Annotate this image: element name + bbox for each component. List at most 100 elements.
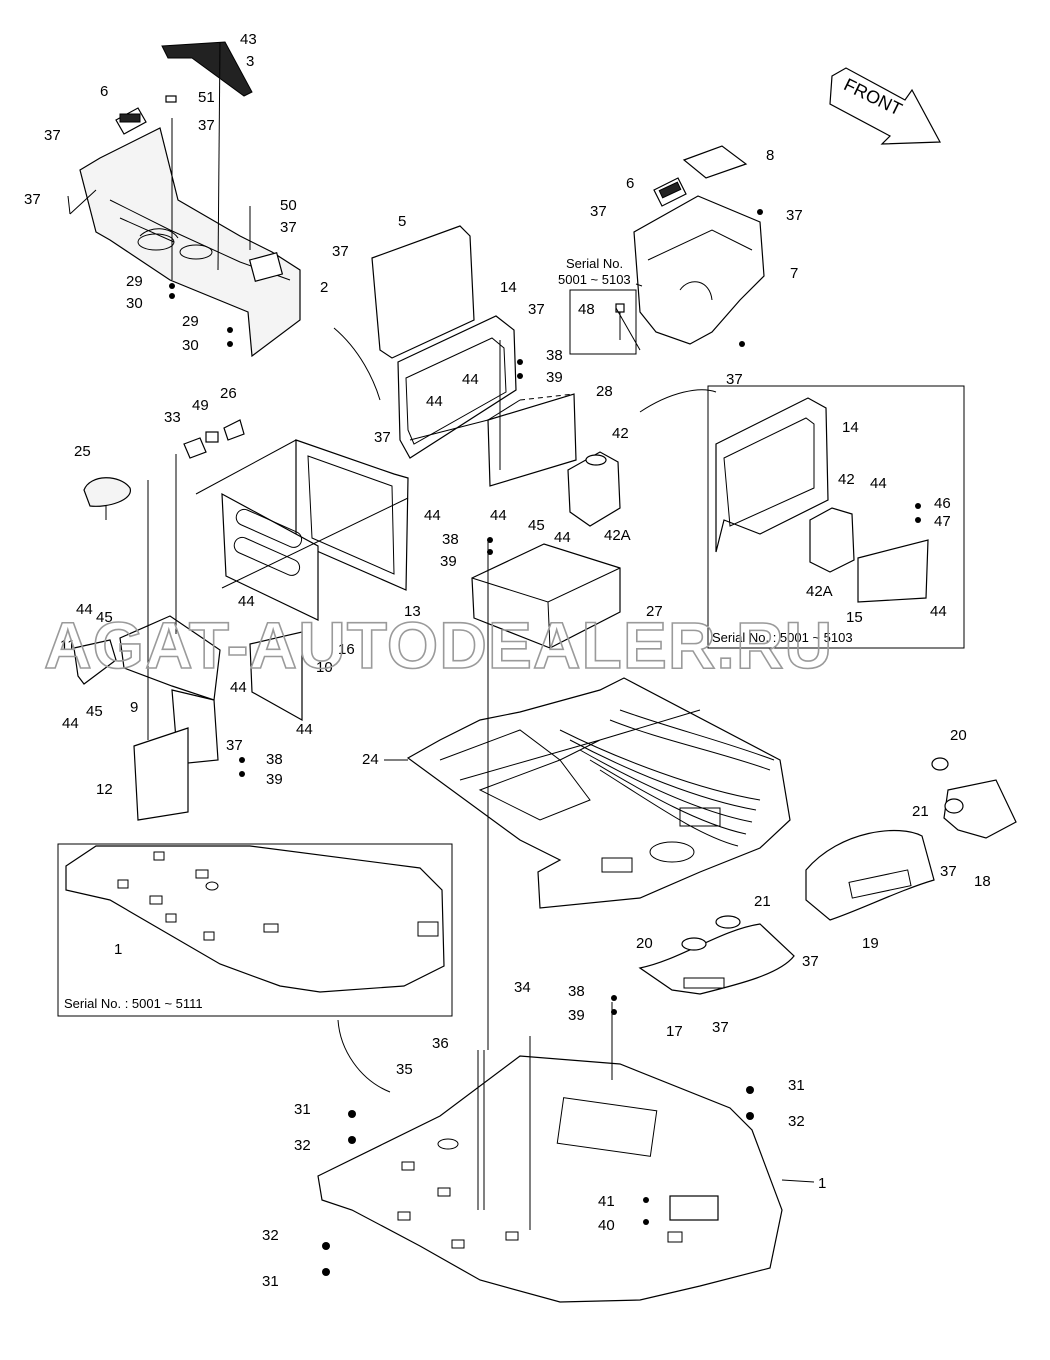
callout: 31 xyxy=(262,1273,279,1290)
callout: 20 xyxy=(950,727,967,744)
tank-42-inset xyxy=(809,507,855,573)
callout: 17 xyxy=(666,1023,683,1040)
callout: 44 xyxy=(462,371,479,388)
callout: 38 xyxy=(546,347,563,364)
callout: 21 xyxy=(754,893,771,910)
cover-15 xyxy=(857,539,929,603)
callout: 32 xyxy=(262,1227,279,1244)
callout: 37 xyxy=(786,207,803,224)
callout: 32 xyxy=(788,1113,805,1130)
callout: 42A xyxy=(806,583,833,600)
tank-42 xyxy=(567,451,621,527)
callout: 6 xyxy=(100,83,108,100)
callout: 31 xyxy=(788,1077,805,1094)
callout: 49 xyxy=(192,397,209,414)
center-panels xyxy=(371,225,577,487)
callout: 40 xyxy=(598,1217,615,1234)
callout: 30 xyxy=(182,337,199,354)
callout: 37 xyxy=(940,863,957,880)
callout: 33 xyxy=(164,409,181,426)
callout-labels: 43 3 6 51 37 37 37 50 37 2 29 30 29 30 5… xyxy=(24,31,991,1290)
callout: 38 xyxy=(568,983,585,1000)
duct-17 xyxy=(638,923,795,995)
callout: 37 xyxy=(226,737,243,754)
serial-notes: Serial No. 5001 ~ 5103 Serial No. : 5001… xyxy=(64,256,853,1011)
inset-right-serial: Serial No. : 5001 ~ 5103 xyxy=(712,630,853,645)
callout: 39 xyxy=(568,1007,585,1024)
duct-18 xyxy=(943,779,1017,839)
callout: 13 xyxy=(404,603,421,620)
callout: 37 xyxy=(590,203,607,220)
callout: 39 xyxy=(546,369,563,386)
duct-19 xyxy=(805,829,935,921)
callout: 46 xyxy=(934,495,951,512)
small-controls xyxy=(83,419,245,520)
callout: 51 xyxy=(198,89,215,106)
callout: 44 xyxy=(230,679,247,696)
callout: 38 xyxy=(442,531,459,548)
callout: 44 xyxy=(554,529,571,546)
mat-ridges xyxy=(559,709,775,847)
callout: 39 xyxy=(440,553,457,570)
callout: 37 xyxy=(332,243,349,260)
plate-12 xyxy=(133,727,189,821)
callout: 48 xyxy=(578,301,595,318)
callout: 44 xyxy=(296,721,313,738)
plate-holes xyxy=(397,1138,683,1249)
callout: 47 xyxy=(934,513,951,530)
callout: 42 xyxy=(612,425,629,442)
leader-lines xyxy=(67,41,815,1230)
callout: 29 xyxy=(126,273,143,290)
callout: 9 xyxy=(130,699,138,716)
watermark: AGAT-AUTODEALER.RU xyxy=(44,608,833,682)
right-console-assembly xyxy=(633,145,765,345)
cover-8 xyxy=(682,145,748,179)
callout: 7 xyxy=(790,265,798,282)
callout: 42 xyxy=(838,471,855,488)
callout: 2 xyxy=(320,279,328,296)
callout: 35 xyxy=(396,1061,413,1078)
panel-16 xyxy=(221,492,319,621)
callout: 37 xyxy=(198,117,215,134)
control-box-27 xyxy=(471,543,621,649)
floor-mat-24 xyxy=(406,677,791,909)
callout: 18 xyxy=(974,873,991,890)
callout: 30 xyxy=(126,295,143,312)
left-console-body xyxy=(79,127,301,358)
fastener-dots xyxy=(169,209,921,1276)
left-console-assembly xyxy=(79,41,301,358)
callout: 37 xyxy=(44,127,61,144)
inset-plate-holes xyxy=(117,851,439,941)
side-panels xyxy=(221,439,409,621)
frame-14 xyxy=(397,315,517,459)
callout: 44 xyxy=(426,393,443,410)
callout: 29 xyxy=(182,313,199,330)
callout: 44 xyxy=(62,715,79,732)
callout: 15 xyxy=(846,609,863,626)
callout: 37 xyxy=(374,429,391,446)
callout: 16 xyxy=(338,641,355,658)
callout: 11 xyxy=(60,637,76,654)
bracket-11 xyxy=(73,639,117,685)
callout: 5 xyxy=(398,213,406,230)
left-console-mat xyxy=(161,41,253,97)
callout: 20 xyxy=(636,935,653,952)
callout: 44 xyxy=(490,507,507,524)
serial-box-48 xyxy=(569,289,637,355)
callout: 37 xyxy=(24,191,41,208)
callout: 44 xyxy=(238,593,255,610)
upper-serial-title: Serial No. xyxy=(566,256,623,271)
callout: 41 xyxy=(598,1193,615,1210)
callout: 45 xyxy=(86,703,103,720)
inset-box-right xyxy=(639,385,965,649)
right-side-ducts xyxy=(638,757,1017,995)
callout: 27 xyxy=(646,603,663,620)
callout: 31 xyxy=(294,1101,311,1118)
inset-left-serial: Serial No. : 5001 ~ 5111 xyxy=(64,996,203,1011)
callout: 8 xyxy=(766,147,774,164)
callout: 21 xyxy=(912,803,929,820)
callout: 45 xyxy=(96,609,113,626)
callout: 1 xyxy=(114,941,122,958)
cover-10 xyxy=(249,631,303,722)
